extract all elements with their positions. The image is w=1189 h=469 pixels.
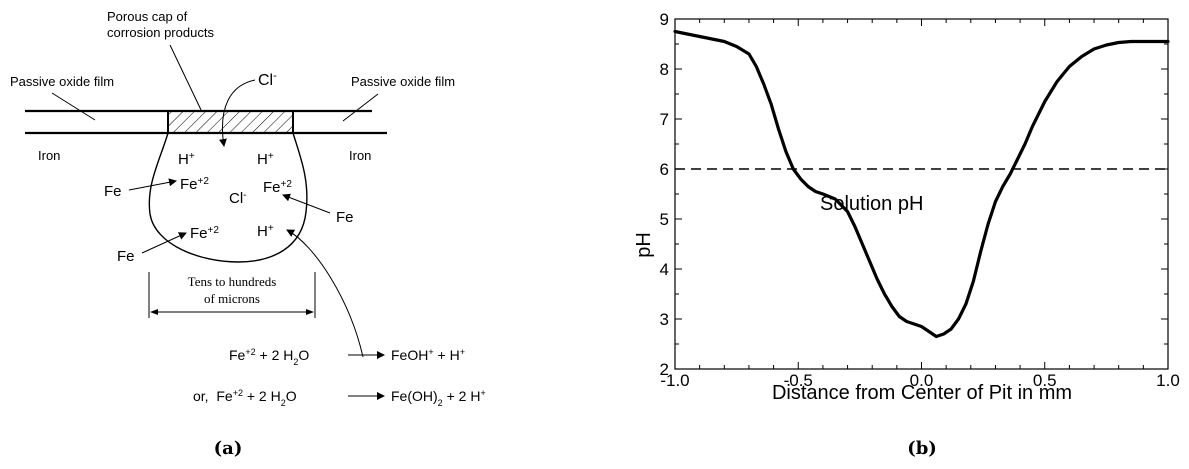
film-right-pointer — [342, 93, 379, 122]
iron-label-left: Iron — [38, 148, 60, 163]
panel-a-caption: (a) — [214, 438, 243, 459]
hydrogen-ion-1: H+ — [178, 151, 195, 169]
y-tick-label: 9 — [660, 10, 669, 29]
porous-cap — [167, 110, 294, 134]
y-tick-label: 5 — [660, 210, 669, 229]
iron-atom-right: Fe — [336, 209, 354, 226]
dim-arrowhead-left — [150, 309, 158, 315]
y-tick-label: 8 — [660, 60, 669, 79]
x-tick-label: -1.0 — [660, 371, 689, 390]
dim-arrowhead-right — [306, 309, 314, 315]
y-axis-label: pH — [633, 232, 655, 258]
reaction-arrow — [286, 229, 364, 358]
fe-left-2-arrow — [141, 232, 187, 254]
ferrous-ion-1: Fe+2 — [180, 176, 209, 194]
fe-left-1-arrow — [128, 178, 177, 191]
cap-label-line1: Porous cap of — [107, 9, 188, 24]
equation-1-rhs: FeOH+ + H+ — [391, 347, 465, 363]
film-label-right: Passive oxide film — [351, 74, 455, 89]
y-tick-label: 3 — [660, 310, 669, 329]
equation-2-rhs: Fe(OH)2 + 2 H+ — [391, 388, 486, 408]
panel-a-diagram: Porous cap of corrosion products Passive… — [10, 9, 486, 459]
y-tick-label: 4 — [660, 260, 669, 279]
x-tick-label: 0.5 — [1033, 371, 1057, 390]
chloride-arrow — [218, 79, 256, 147]
panel-b-caption: (b) — [907, 438, 937, 459]
equation-2-lhs: or, Fe+2 + 2 H2O — [193, 388, 297, 408]
y-tick-label: 2 — [660, 360, 669, 379]
hydrogen-ion-3: H+ — [257, 223, 274, 241]
cap-pointer-line — [169, 44, 203, 113]
pit-outline — [148, 132, 308, 263]
equation-1-lhs: Fe+2 + 2 H2O — [229, 347, 309, 367]
x-tick-label: -0.5 — [784, 371, 813, 390]
film-left-pointer — [51, 92, 96, 121]
ph-curve — [673, 29, 1170, 339]
chloride-ion-mid: Cl- — [229, 190, 247, 208]
ph-profile-chart: 2 3 4 5 6 7 8 9 -1.0 -0.5 0.0 0.5 1.0 Solution pH Di… — [633, 10, 1180, 459]
solution-ph-label: Solution pH — [820, 193, 923, 215]
iron-atom-left-1: Fe — [104, 183, 122, 200]
iron-label-right: Iron — [349, 148, 371, 163]
chloride-ion-top: Cl- — [258, 70, 277, 89]
ferrous-ion-3: Fe+2 — [190, 225, 219, 243]
y-tick-label: 7 — [660, 110, 669, 129]
iron-atom-left-2: Fe — [117, 248, 135, 265]
x-axis-label: Distance from Center of Pit in mm — [772, 382, 1072, 404]
fe-right-arrow — [282, 193, 331, 214]
film-label-left: Passive oxide film — [10, 74, 114, 89]
hydrogen-ion-2: H+ — [257, 151, 274, 169]
dim-label-line1: Tens to hundreds — [188, 274, 277, 289]
ferrous-ion-2: Fe+2 — [263, 179, 292, 197]
dim-label-line2: of microns — [204, 291, 260, 306]
cap-label-line2: corrosion products — [107, 25, 214, 40]
x-tick-label: 1.0 — [1156, 371, 1180, 390]
axis-ticks: 2 3 4 5 6 7 8 9 -1.0 -0.5 0.0 0.5 1.0 — [660, 10, 1180, 390]
y-tick-label: 6 — [660, 160, 669, 179]
x-tick-label: 0.0 — [910, 371, 934, 390]
